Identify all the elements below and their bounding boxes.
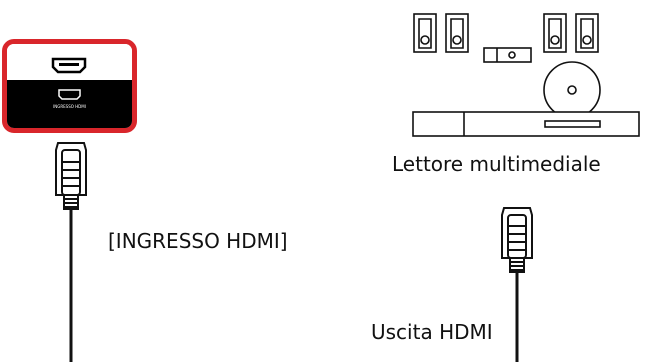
panel-bottom-section: INGRESSO HDMI (7, 80, 132, 128)
hdmi-port-icon (51, 57, 87, 74)
media-player-label: Lettore multimediale (392, 152, 601, 176)
hdmi-output-label: Uscita HDMI (371, 320, 493, 344)
left-hdmi-plug-icon (55, 142, 87, 210)
hdmi-input-label: [INGRESSO HDMI] (108, 229, 288, 253)
display-hdmi-panel: INGRESSO HDMI (2, 39, 137, 133)
hdmi-port-outline-icon (58, 89, 81, 100)
panel-port-label: INGRESSO HDMI (53, 104, 86, 109)
home-theater-player-icon (412, 13, 640, 137)
panel-top-section (7, 44, 132, 80)
right-hdmi-plug-icon (501, 207, 533, 273)
